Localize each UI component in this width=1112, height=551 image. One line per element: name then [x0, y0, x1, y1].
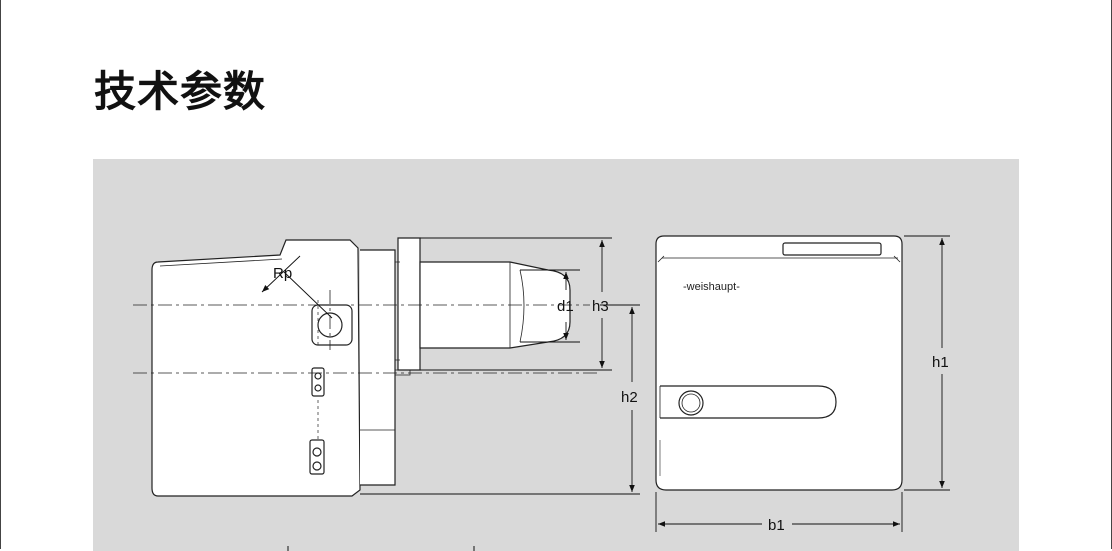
b1-label: b1: [768, 517, 785, 534]
burner-side-view: [151, 237, 571, 497]
page-title: 技术参数: [94, 67, 267, 116]
d1-dimension: [520, 269, 580, 343]
rp-dimension: [261, 255, 333, 319]
burner-front-view: [655, 235, 903, 491]
bottom-cutoff-marks: [287, 546, 475, 551]
weishaupt-logo: -weishaupt-: [683, 281, 740, 293]
d1-label: d1: [557, 298, 574, 315]
h1-dimension: [904, 235, 950, 491]
rp-label: Rp: [273, 265, 292, 282]
h3-label: h3: [592, 298, 609, 315]
h3-dimension: [420, 237, 612, 371]
h1-label: h1: [932, 354, 949, 371]
h2-dimension: [360, 304, 640, 495]
b1-dimension: [655, 492, 903, 532]
h2-label: h2: [621, 389, 638, 406]
center-lines: [133, 290, 600, 374]
